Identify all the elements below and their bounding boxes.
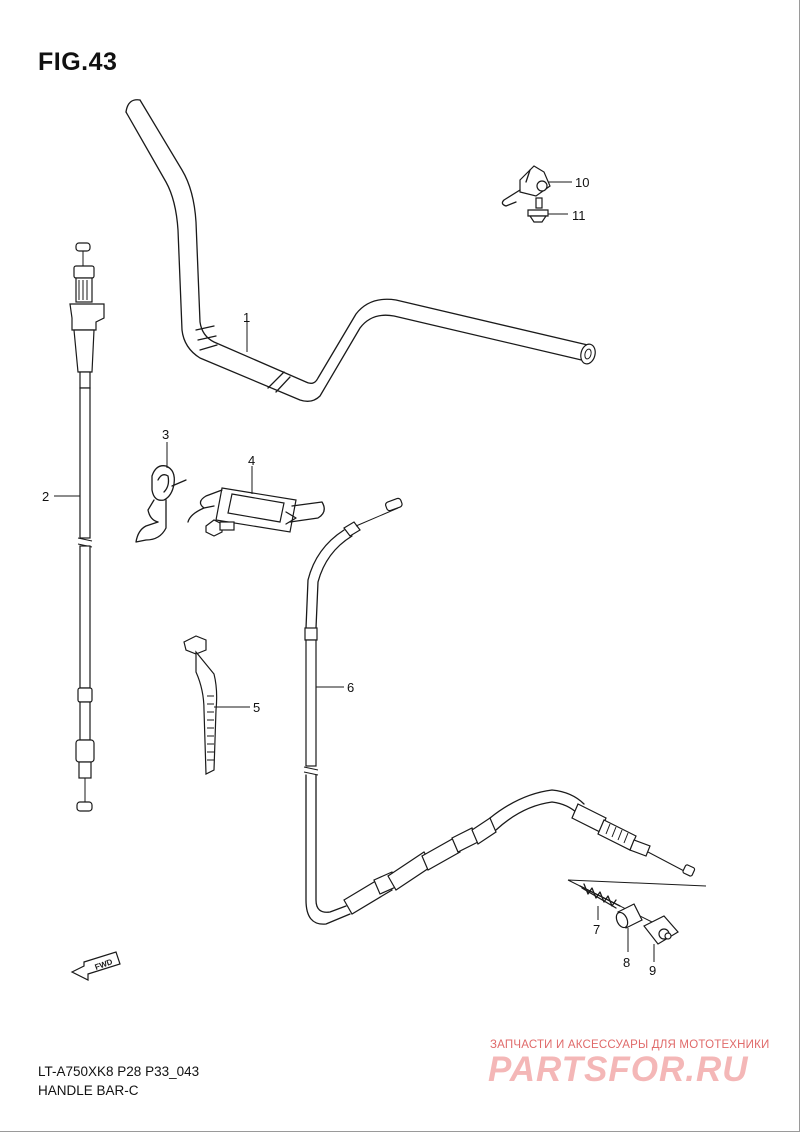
callout-1: 1	[243, 310, 251, 325]
cable-right[interactable]	[303, 497, 696, 925]
cable-tie[interactable]	[183, 635, 218, 775]
callout-5: 5	[253, 700, 261, 715]
cable-bracket[interactable]	[187, 487, 325, 537]
callout-6: 6	[347, 680, 355, 695]
callout-4: 4	[248, 453, 256, 468]
callout-9: 9	[649, 963, 657, 978]
handlebar[interactable]	[125, 99, 597, 402]
callout-8: 8	[623, 955, 631, 970]
figure-title: FIG.43	[38, 48, 118, 76]
callout-10: 10	[575, 175, 590, 190]
callout-7: 7	[593, 922, 601, 937]
watermark-caption: ЗАПЧАСТИ И АКСЕССУАРЫ ДЛЯ МОТОТЕХНИКИ	[490, 1039, 770, 1051]
callout-2: 2	[42, 489, 50, 504]
adjuster-nut[interactable]	[643, 915, 679, 945]
sleeve[interactable]	[614, 903, 643, 929]
wire-clip[interactable]	[135, 465, 187, 543]
leader-lines	[54, 181, 655, 962]
callout-11: 11	[572, 208, 586, 223]
spring[interactable]	[579, 883, 621, 909]
callout-3: 3	[162, 427, 170, 442]
handlebar-marking	[195, 325, 291, 393]
model-code: LT-A750XK8 P28 P33_043	[38, 1064, 200, 1079]
cable-left[interactable]	[69, 242, 105, 812]
diagram-name: HANDLE BAR-C	[38, 1083, 139, 1098]
watermark-logo: PARTSFOR.RU	[488, 1050, 749, 1089]
clamp[interactable]	[501, 165, 551, 207]
screw[interactable]	[527, 197, 549, 223]
bolt[interactable]	[205, 519, 235, 537]
fwd-arrow-icon: FWD	[70, 951, 121, 981]
